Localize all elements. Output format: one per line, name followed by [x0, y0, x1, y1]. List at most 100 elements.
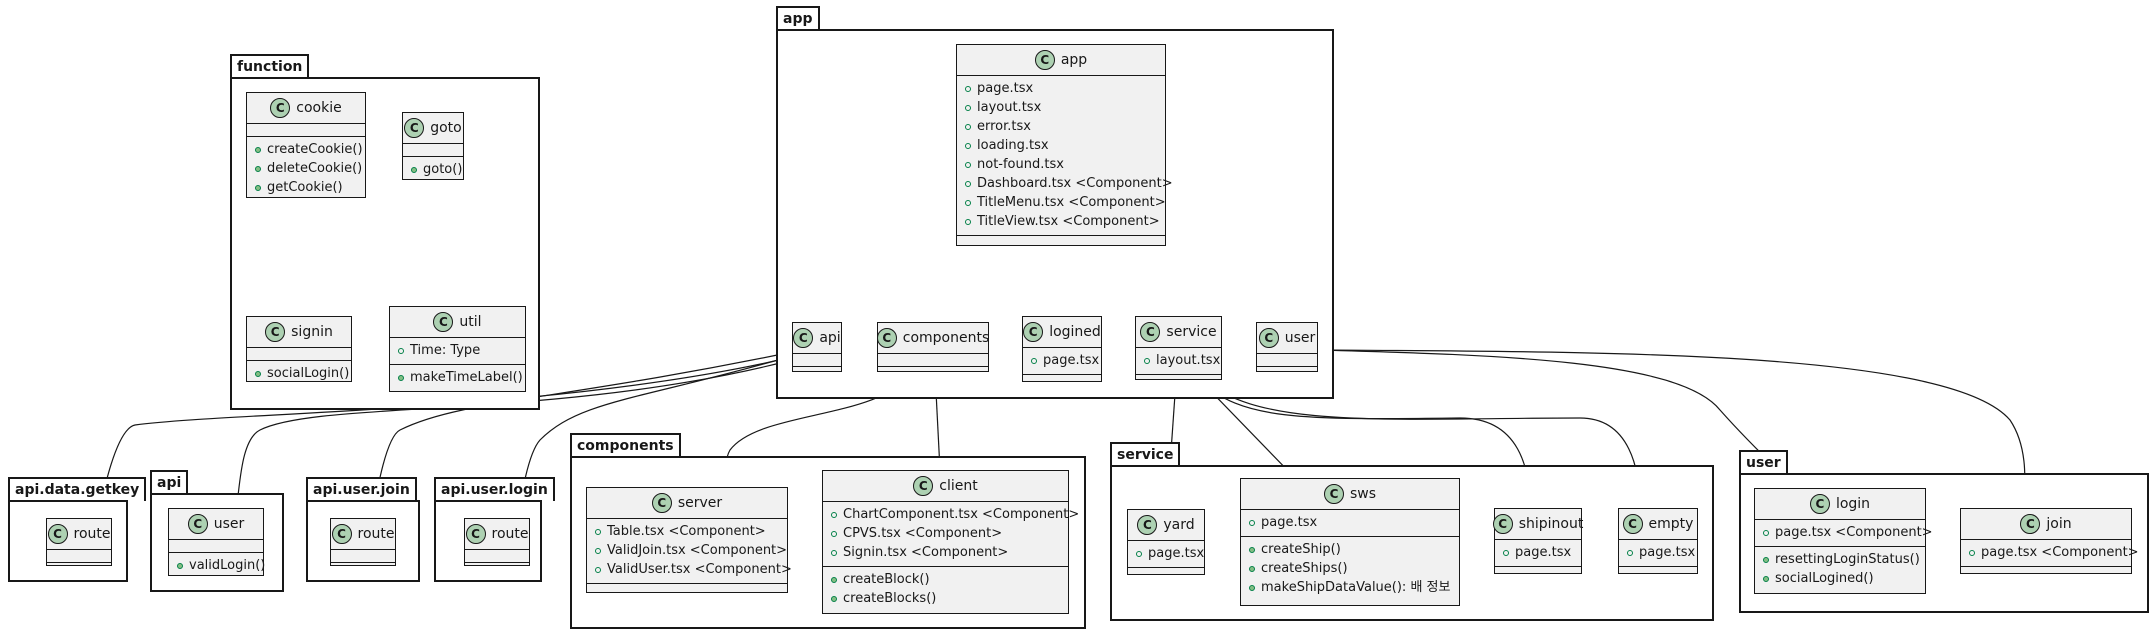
- class-name: user: [213, 516, 245, 532]
- field-label: layout.tsx: [977, 100, 1042, 115]
- class-name: goto: [430, 120, 462, 136]
- class-name: app: [1060, 52, 1088, 68]
- class-name: route: [491, 526, 529, 542]
- public-method-icon: [831, 595, 837, 602]
- class-icon: C: [876, 328, 897, 348]
- public-method-icon: [255, 165, 261, 172]
- field-row: layout.tsx: [1136, 351, 1221, 370]
- fields-section: page.tsx: [1495, 539, 1581, 566]
- field-label: TitleView.tsx <Component>: [977, 214, 1160, 229]
- field-row: page.tsx <Component>: [1961, 543, 2139, 562]
- package-tab-app: app: [776, 6, 820, 30]
- field-label: ValidJoin.tsx <Component>: [607, 543, 788, 558]
- methods-section: [1136, 374, 1221, 387]
- method-label: createShips(): [1261, 561, 1348, 576]
- field-row: ValidJoin.tsx <Component>: [587, 541, 787, 560]
- field-row: CPVS.tsx <Component>: [823, 524, 1068, 543]
- class-name: signin: [291, 324, 333, 340]
- method-label: socialLogined(): [1775, 571, 1874, 586]
- public-field-icon: [965, 104, 971, 111]
- method-label: makeTimeLabel(): [410, 370, 523, 385]
- class-name: user: [1284, 330, 1316, 346]
- class-name: util: [459, 314, 482, 330]
- method-label: createBlock(): [843, 572, 930, 587]
- public-method-icon: [831, 576, 837, 583]
- class-name: cookie: [296, 100, 342, 116]
- method-label: deleteCookie(): [267, 161, 363, 176]
- method-row: resettingLoginStatus(): [1755, 550, 1925, 569]
- public-method-icon: [411, 166, 417, 173]
- methods-section: [465, 562, 529, 575]
- public-field-icon: [965, 161, 971, 168]
- fields-section: [793, 353, 841, 366]
- class-icon: C: [1034, 50, 1055, 70]
- public-field-icon: [1136, 550, 1142, 557]
- fields-section: Table.tsx <Component> ValidJoin.tsx <Com…: [587, 518, 792, 583]
- method-label: resettingLoginStatus(): [1775, 552, 1920, 567]
- method-row: createBlocks(): [823, 589, 1068, 608]
- class-name: client: [939, 478, 978, 494]
- class-icon: C: [793, 328, 814, 348]
- public-method-icon: [255, 146, 261, 153]
- methods-section: makeTimeLabel(): [390, 364, 525, 391]
- class-icon: C: [1137, 515, 1158, 535]
- class-name: logined: [1049, 324, 1101, 340]
- public-field-icon: [965, 180, 971, 187]
- field-row: page.tsx: [1023, 351, 1101, 370]
- methods-section: [1495, 566, 1581, 579]
- public-method-icon: [1249, 584, 1255, 591]
- field-label: error.tsx: [977, 119, 1031, 134]
- package-tab-components: components: [570, 433, 681, 457]
- public-field-icon: [1969, 549, 1975, 556]
- public-field-icon: [595, 547, 601, 554]
- class-name: service: [1166, 324, 1217, 340]
- class-name: server: [677, 495, 723, 511]
- package-tab-api-user-join: api.user.join: [306, 477, 417, 501]
- method-row: validLogin(): [169, 556, 265, 575]
- fields-section: page.tsx: [1241, 509, 1459, 536]
- class-icon: C: [433, 312, 454, 332]
- field-label: Time: Type: [410, 343, 481, 358]
- method-row: makeTimeLabel(): [390, 368, 525, 387]
- public-field-icon: [398, 347, 404, 354]
- method-row: goto(): [403, 160, 463, 179]
- class-icon: C: [1023, 322, 1044, 342]
- methods-section: [1023, 374, 1101, 387]
- field-row: page.tsx <Component>: [1755, 523, 1933, 542]
- class-icon: C: [1140, 322, 1161, 342]
- field-label: page.tsx: [1148, 546, 1205, 561]
- package-tab-user: user: [1739, 450, 1788, 474]
- arrow-service-to-empty: [1204, 379, 1645, 509]
- class-icon: C: [270, 98, 291, 118]
- public-field-icon: [1144, 357, 1150, 364]
- methods-section: [587, 583, 787, 596]
- field-row: loading.tsx: [957, 136, 1165, 155]
- package-tab-api-data-getkey: api.data.getkey: [8, 477, 147, 501]
- methods-section: createBlock() createBlocks(): [823, 566, 1068, 612]
- public-field-icon: [595, 528, 601, 535]
- field-row: page.tsx: [1128, 544, 1204, 563]
- field-row: ChartComponent.tsx <Component>: [823, 505, 1079, 524]
- package-tab-api-user-login: api.user.login: [434, 477, 555, 501]
- method-row: deleteCookie(): [247, 159, 365, 178]
- field-label: page.tsx: [1515, 545, 1572, 560]
- fields-section: ChartComponent.tsx <Component> CPVS.tsx …: [823, 501, 1079, 566]
- public-method-icon: [255, 370, 261, 377]
- public-field-icon: [1763, 529, 1769, 536]
- class-icon: C: [465, 524, 486, 544]
